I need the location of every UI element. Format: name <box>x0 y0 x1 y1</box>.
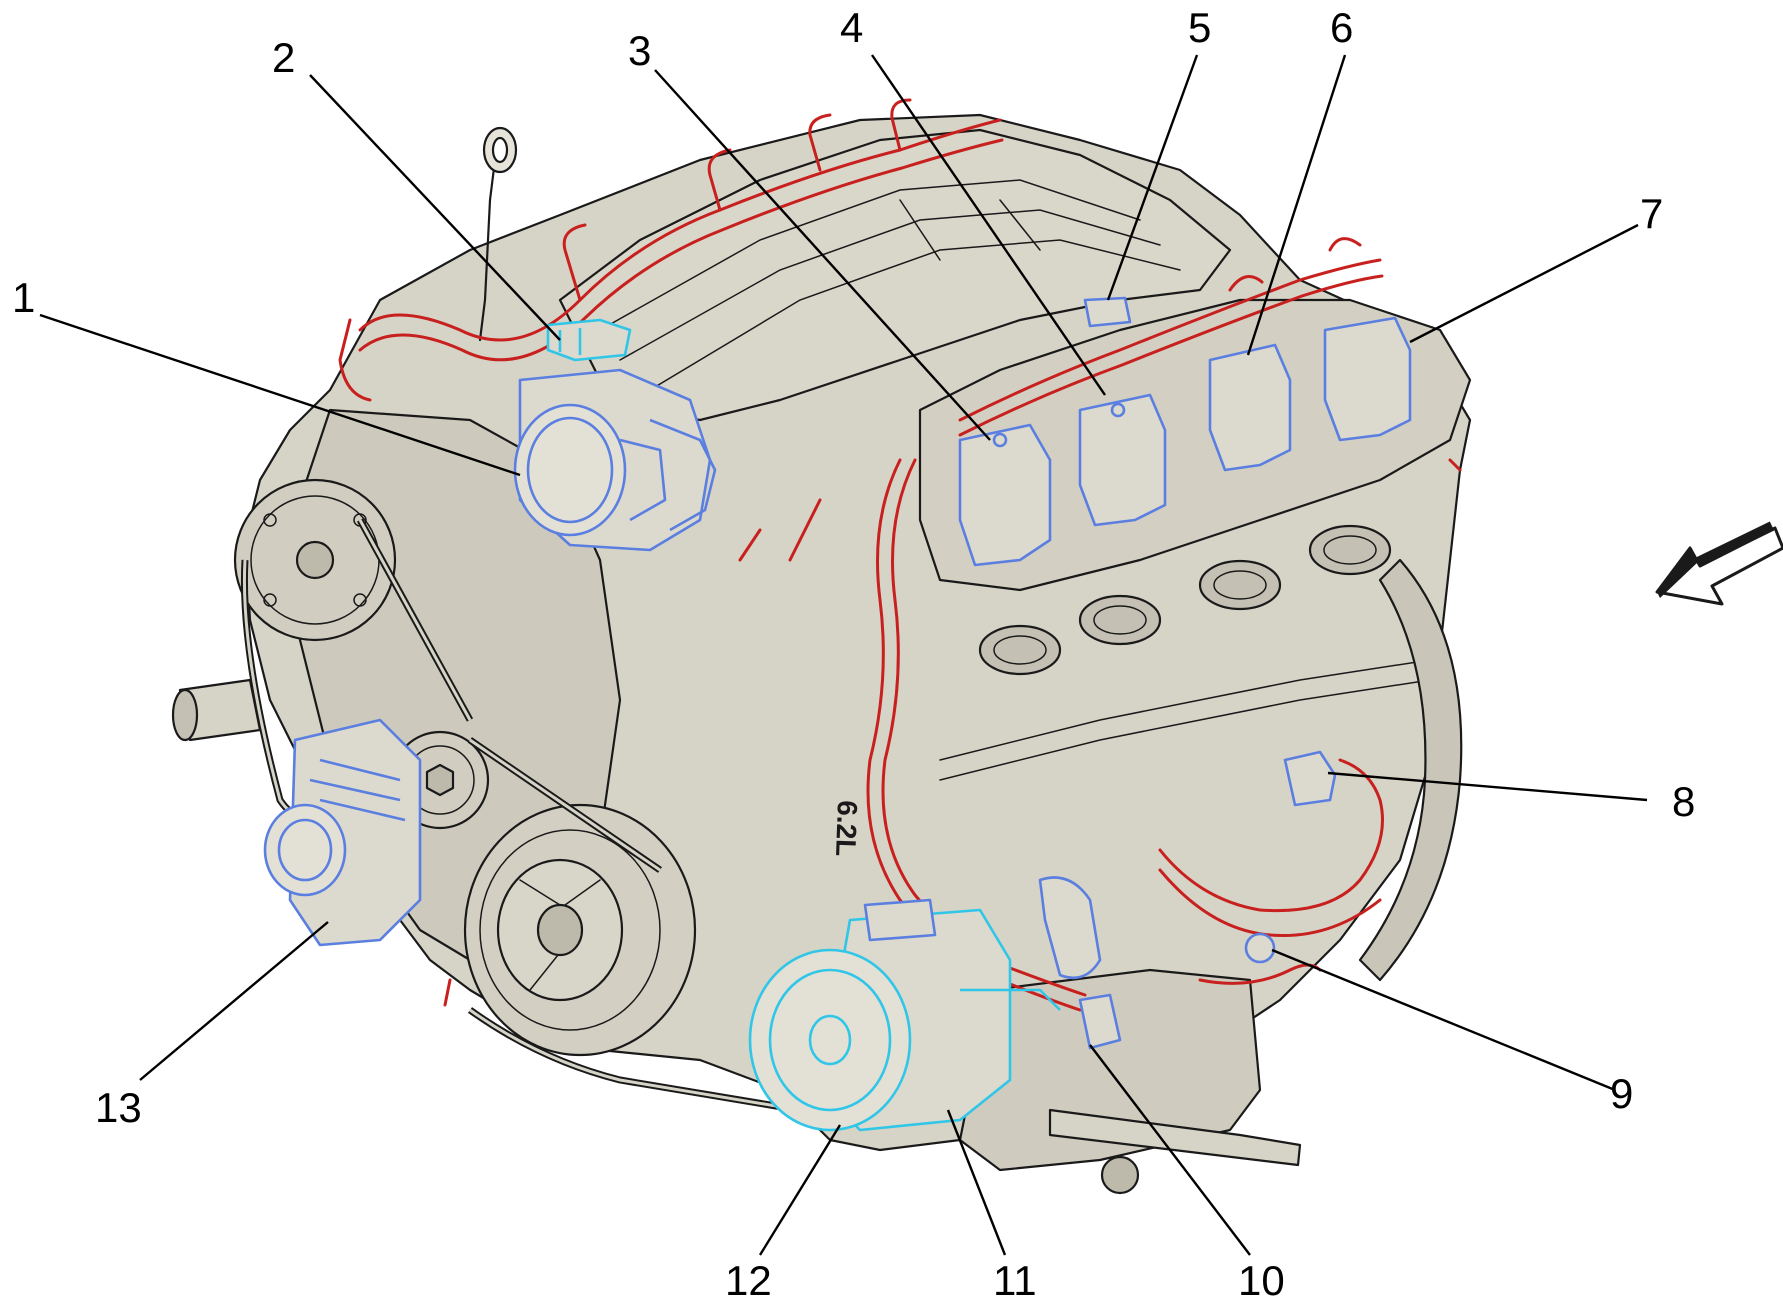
sensor-connector-2 <box>546 318 632 362</box>
generator <box>263 718 422 947</box>
callout-3: 3 <box>628 27 651 74</box>
sensor-10 <box>1038 876 1122 1050</box>
ignition-coil-6 <box>1208 343 1292 472</box>
engine-assembly: 6.2L <box>171 113 1472 1195</box>
sensor-9 <box>1244 932 1276 964</box>
engine-badge-text: 6.2L <box>830 800 863 857</box>
callout-10: 10 <box>1238 1257 1285 1304</box>
throttle-body <box>513 368 717 552</box>
flywheel <box>1358 558 1463 982</box>
callout-8: 8 <box>1672 778 1695 825</box>
crankshaft-balancer <box>463 803 697 1057</box>
leader-lines <box>39 54 1648 1256</box>
callout-labels: 1 2 3 4 5 6 7 8 9 10 11 12 13 <box>12 4 1695 1304</box>
connector-5 <box>1083 296 1132 328</box>
highlighted-components <box>263 296 1412 1132</box>
callout-11: 11 <box>993 1257 1037 1304</box>
callout-9: 9 <box>1610 1070 1633 1117</box>
engine-displacement-badge: 6.2L <box>830 800 863 857</box>
callout-4: 4 <box>840 4 863 51</box>
callout-12: 12 <box>725 1257 772 1304</box>
water-pump-pulley <box>233 478 397 642</box>
ignition-coil-7 <box>1323 316 1412 442</box>
callout-6: 6 <box>1330 4 1353 51</box>
callout-1: 1 <box>12 274 35 321</box>
sensor-8 <box>1283 750 1337 807</box>
ignition-coil-3 <box>958 423 1052 567</box>
oil-dipstick <box>478 158 497 342</box>
ignition-coil-4 <box>1078 393 1167 527</box>
harness-lower-loop <box>1158 758 1384 913</box>
view-direction-arrow-icon <box>1655 521 1783 606</box>
ac-compressor <box>748 908 1061 1132</box>
callout-13: 13 <box>95 1084 142 1131</box>
callout-7: 7 <box>1640 190 1663 237</box>
callout-2: 2 <box>272 34 295 81</box>
harness-right-bank <box>958 258 1382 422</box>
callout-5: 5 <box>1188 4 1211 51</box>
